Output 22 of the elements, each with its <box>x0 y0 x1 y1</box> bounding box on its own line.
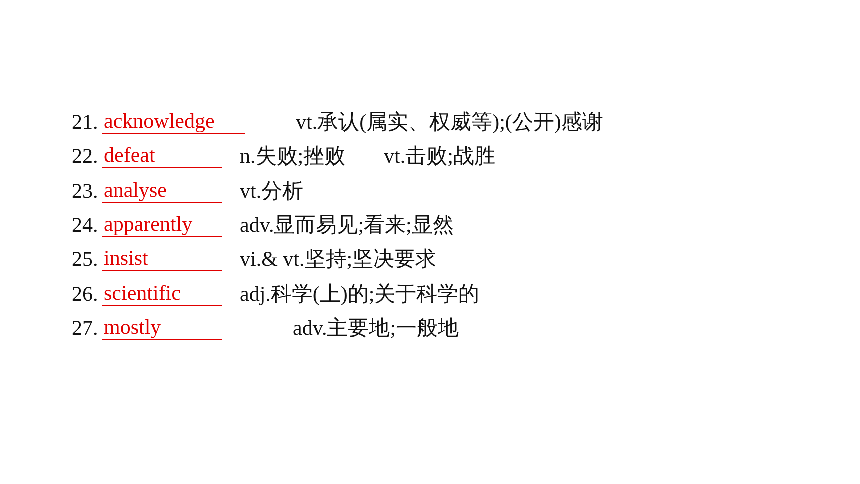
definition-text: vt.击败;战胜 <box>384 143 496 170</box>
answer-blank: apparently <box>102 212 222 237</box>
definition-text: vi.& vt.坚持;坚决要求 <box>240 246 437 272</box>
definition-text: vt.分析 <box>240 178 304 204</box>
item-number: 27. <box>72 314 98 341</box>
item-number: 26. <box>72 280 98 306</box>
answer-blank: analyse <box>102 178 222 203</box>
answer-blank: scientific <box>102 280 222 306</box>
answer-blank: insist <box>102 246 222 272</box>
item-number: 22. <box>72 143 98 170</box>
item-number: 25. <box>72 246 98 272</box>
answer-blank: mostly <box>102 314 222 340</box>
answer-blank: defeat <box>102 143 222 168</box>
definition-text: n.失败;挫败 <box>240 143 346 170</box>
definition-text: vt.承认(属实、权威等);(公开)感谢 <box>296 109 604 135</box>
item-number: 23. <box>72 178 98 204</box>
answer-blank: acknowledge <box>102 109 245 134</box>
definition-text: adj.科学(上)的;关于科学的 <box>240 280 480 306</box>
item-number: 24. <box>72 212 98 238</box>
definition-text: adv.显而易见;看来;显然 <box>240 212 454 238</box>
definition-text: adv.主要地;一般地 <box>293 314 460 341</box>
item-number: 21. <box>72 109 98 135</box>
